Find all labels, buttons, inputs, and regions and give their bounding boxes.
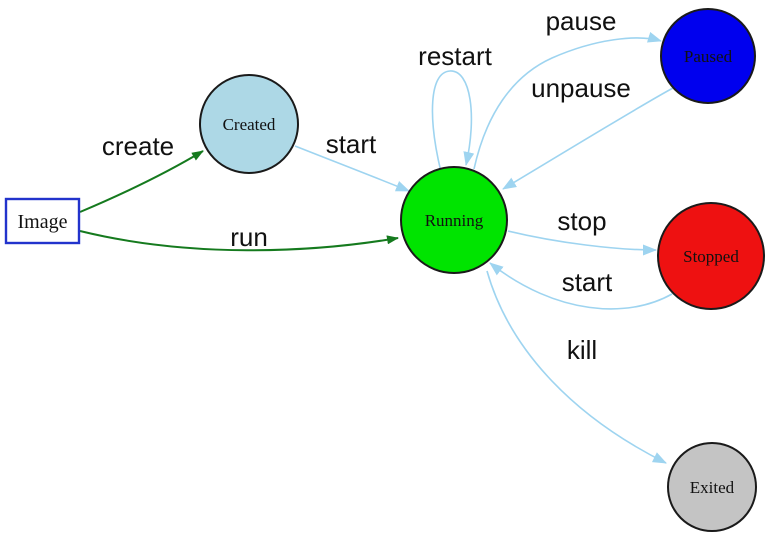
edge-labels-layer: create run start restart pause unpause stop sta… — [102, 6, 631, 365]
node-image: Image — [4, 197, 81, 245]
node-stopped: Stopped — [657, 202, 765, 310]
node-paused: Paused — [660, 8, 756, 104]
node-shape-created — [199, 74, 299, 174]
edge-label-restart: restart — [418, 41, 492, 71]
edge-kill — [486, 270, 667, 464]
node-shape-paused — [660, 8, 756, 104]
edge-label-create: create — [102, 131, 174, 161]
edge-label-run: run — [230, 222, 268, 252]
node-label-image: Image — [18, 211, 68, 233]
node-label-paused: Paused — [684, 47, 733, 66]
edges-layer — [79, 31, 674, 464]
edge-start-created — [294, 145, 410, 192]
edge-stop — [507, 230, 657, 256]
node-created: Created — [199, 74, 299, 174]
edge-label-stop: stop — [557, 206, 606, 236]
edge-label-start-stopped: start — [562, 267, 613, 297]
edge-label-kill: kill — [567, 335, 597, 365]
node-running: Running — [400, 166, 508, 274]
edge-run — [79, 230, 399, 252]
node-label-created: Created — [223, 115, 276, 134]
node-label-exited: Exited — [690, 478, 735, 497]
node-shape-image — [4, 197, 81, 245]
node-shape-stopped — [657, 202, 765, 310]
edge-label-unpause: unpause — [531, 73, 631, 103]
edge-pause — [473, 31, 662, 170]
edge-label-pause: pause — [546, 6, 617, 36]
edge-start-stopped — [489, 262, 673, 310]
node-shape-exited — [667, 442, 757, 532]
node-label-stopped: Stopped — [683, 247, 739, 266]
node-shape-running — [400, 166, 508, 274]
edge-restart — [431, 70, 475, 173]
edge-create — [79, 150, 204, 213]
node-label-running: Running — [425, 211, 484, 230]
edge-unpause — [502, 87, 674, 190]
node-exited: Exited — [667, 442, 757, 532]
edge-label-start-created: start — [326, 129, 377, 159]
